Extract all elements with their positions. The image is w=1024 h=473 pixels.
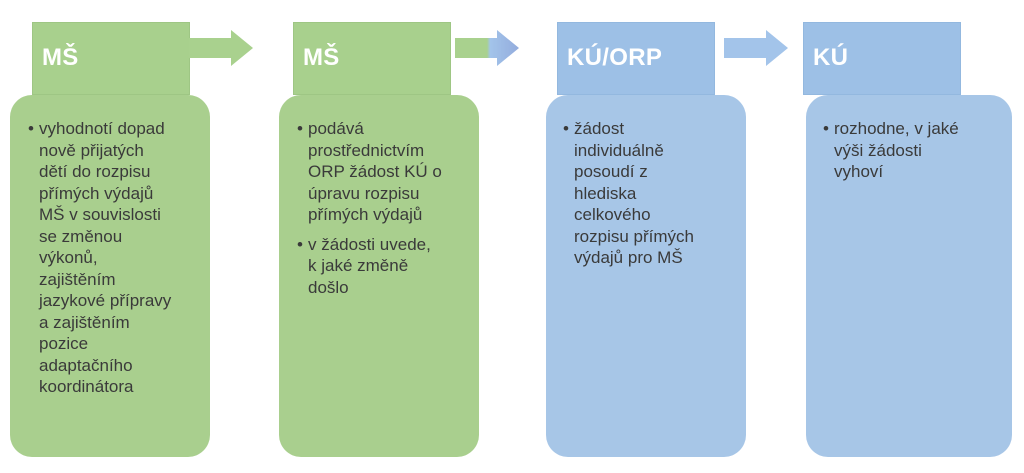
bullet-dot: • bbox=[823, 119, 829, 138]
bullet-text: rozhodne, v jaké výši žádosti vyhoví bbox=[834, 119, 959, 181]
bullet-text: žádost individuálně posoudí z hlediska c… bbox=[574, 119, 694, 267]
bullet-text: podává prostřednictvím ORP žádost KÚ o ú… bbox=[308, 119, 442, 224]
step-1-header: MŠ bbox=[32, 22, 190, 95]
step-4-body: • rozhodne, v jaké výši žádosti vyhoví bbox=[806, 95, 1012, 457]
bullet-dot: • bbox=[28, 119, 34, 138]
step-3-bullets: • žádost individuálně posoudí z hlediska … bbox=[563, 118, 741, 277]
bullet-dot: • bbox=[297, 234, 303, 254]
bullet-text: v žádosti uvede, k jaké změně došlo bbox=[308, 234, 431, 297]
arrow-right-icon bbox=[189, 30, 253, 66]
step-1-body: • vyhodnotí dopad nově přijatých dětí do … bbox=[10, 95, 210, 457]
step-3-body: • žádost individuálně posoudí z hlediska … bbox=[546, 95, 746, 457]
arrow-right-icon bbox=[455, 30, 519, 66]
step-1-bullets: • vyhodnotí dopad nově přijatých dětí do … bbox=[28, 118, 206, 406]
step-2-body: •podává prostřednictvím ORP žádost KÚ o … bbox=[279, 95, 479, 457]
bullet-dot: • bbox=[297, 119, 303, 138]
bullet-item: • žádost individuálně posoudí z hlediska … bbox=[563, 118, 741, 269]
step-4-bullets: • rozhodne, v jaké výši žádosti vyhoví bbox=[823, 118, 1001, 191]
step-3: • žádost individuálně posoudí z hlediska … bbox=[546, 0, 766, 473]
step-1-title: MŠ bbox=[42, 44, 79, 71]
bullet-item: • rozhodne, v jaké výši žádosti vyhoví bbox=[823, 118, 1001, 183]
step-2-header: MŠ bbox=[293, 22, 451, 95]
bullet-item: •v žádosti uvede, k jaké změně došlo bbox=[297, 234, 475, 299]
step-2-bullets: •podává prostřednictvím ORP žádost KÚ o … bbox=[297, 118, 475, 306]
step-4-header: KÚ bbox=[803, 22, 961, 95]
step-2-title: MŠ bbox=[303, 44, 340, 71]
bullet-text: vyhodnotí dopad nově přijatých dětí do r… bbox=[39, 119, 172, 396]
arrow-right-icon bbox=[724, 30, 788, 66]
bullet-item: • vyhodnotí dopad nově přijatých dětí do … bbox=[28, 118, 206, 398]
step-3-title: KÚ/ORP bbox=[567, 44, 663, 71]
step-1: • vyhodnotí dopad nově přijatých dětí do … bbox=[10, 0, 230, 473]
step-4: • rozhodne, v jaké výši žádosti vyhoví KÚ bbox=[803, 0, 1024, 473]
step-4-title: KÚ bbox=[813, 44, 849, 71]
bullet-item: • podává prostřednictvím ORP žádost KÚ o … bbox=[297, 118, 475, 226]
bullet-dot: • bbox=[563, 119, 569, 138]
step-2: •podává prostřednictvím ORP žádost KÚ o … bbox=[279, 0, 499, 473]
step-3-header: KÚ/ORP bbox=[557, 22, 715, 95]
